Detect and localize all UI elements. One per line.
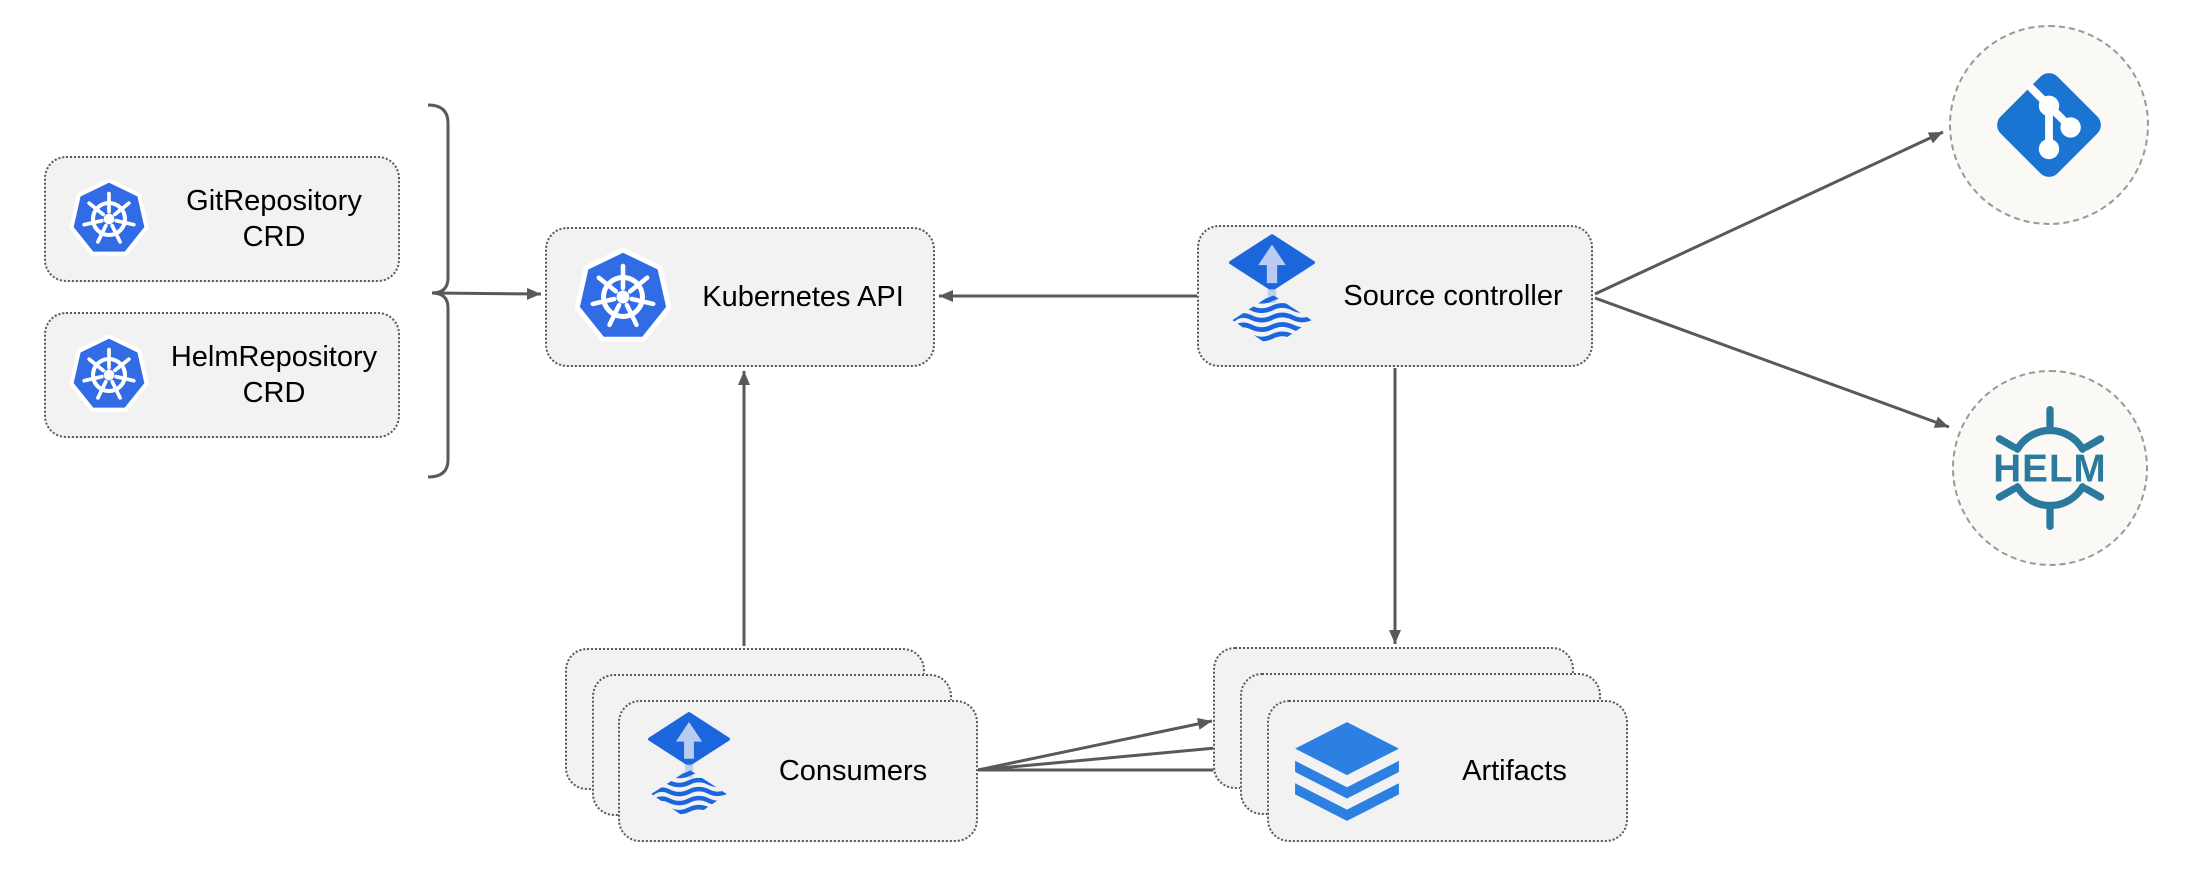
stack-front: Artifacts [1267,700,1628,842]
node-label: Kubernetes API [702,280,904,313]
node-label: Source controller [1343,279,1563,312]
node-source-controller: Source controller [1197,225,1593,367]
crd-grouping-bracket [427,103,450,479]
node-artifacts: Artifacts [1213,647,1628,842]
node-label: GitRepository CRD [186,184,362,253]
flux-icon [648,712,730,831]
node-label: Artifacts [1462,754,1567,787]
edge-consumers-to-artifacts-1 [977,717,1213,772]
stack-front: Consumers [618,700,978,842]
node-consumers: Consumers [565,648,979,843]
edge-crds-to-kubernetes-api [433,287,542,300]
node-helm-repository-crd: HelmRepository CRD [44,312,400,438]
node-git-repository-crd: GitRepository CRD [44,156,400,282]
edge-source-controller-to-helm [1594,296,1950,429]
kubernetes-icon [68,334,150,416]
edge-source-controller-to-git [1594,130,1944,296]
kubernetes-icon [68,178,150,260]
layers-icon [1291,720,1403,823]
flux-icon [1229,234,1315,359]
helm-wordmark: HELM [1993,448,2106,491]
edge-consumers-to-artifacts-2 [977,741,1238,772]
node-kubernetes-api: Kubernetes API [545,227,935,367]
node-helm-repository: HELM [1952,370,2148,566]
git-icon [1989,65,2109,185]
node-label: Consumers [778,754,928,787]
kubernetes-icon [573,247,673,347]
helm-icon: HELM [1977,395,2123,541]
node-label: HelmRepository CRD [170,340,378,409]
node-git-repository [1949,25,2149,225]
